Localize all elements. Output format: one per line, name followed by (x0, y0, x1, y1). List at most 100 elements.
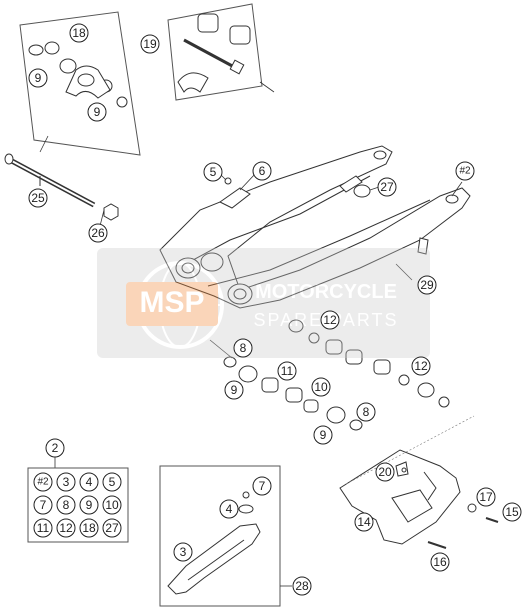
callout-16[interactable]: 16 (430, 552, 450, 572)
callout-18[interactable]: 18 (69, 23, 89, 43)
callout-8-label: 8 (363, 405, 370, 419)
pivot-bearing (200, 252, 224, 272)
callout-ref-2-label: #2 (459, 166, 471, 177)
swingarm-part (159, 145, 471, 309)
callout-11[interactable]: 11 (277, 361, 297, 381)
kit-item[interactable]: 27 (102, 518, 122, 538)
kit-item-label: #2 (37, 477, 49, 488)
callout-12[interactable]: 12 (411, 356, 431, 376)
kit-item[interactable]: 18 (79, 518, 99, 538)
screw-part (485, 517, 499, 523)
kit-item[interactable]: 8 (56, 495, 76, 515)
kit-item[interactable]: 7 (33, 495, 53, 515)
callout-20-label: 20 (378, 465, 392, 479)
kit-item-label: 27 (105, 521, 119, 535)
bearing-stack (223, 319, 450, 431)
callout-9[interactable]: 9 (28, 68, 48, 88)
washer-part (238, 504, 254, 514)
group-18-frame (19, 11, 141, 156)
chain-guide-part (339, 415, 499, 549)
kit-2-frame (27, 457, 129, 543)
axle-part (4, 153, 119, 221)
bushing-part (197, 13, 219, 33)
callout-28-label: 28 (295, 579, 309, 593)
callout-12-label: 12 (323, 313, 337, 327)
washer-part (467, 503, 477, 513)
callout-9[interactable]: 9 (87, 102, 107, 122)
chain-slider-part (167, 523, 261, 595)
callout-16-label: 16 (433, 555, 447, 569)
callout-26-label: 26 (91, 226, 105, 240)
kit-item-label: 7 (40, 498, 47, 512)
callout-19[interactable]: 19 (140, 34, 160, 54)
callout-9-label: 9 (35, 71, 42, 85)
kit-item-label: 12 (59, 521, 73, 535)
watermark: MSP MOTORCYCLE SPARE PARTS (97, 248, 430, 358)
kit-item[interactable]: 10 (102, 495, 122, 515)
callout-4-label: 4 (226, 502, 233, 516)
callout-7[interactable]: 7 (252, 476, 272, 496)
callout-29-label: 29 (420, 278, 434, 292)
callout-4[interactable]: 4 (219, 499, 239, 519)
callout-5[interactable]: 5 (203, 162, 223, 182)
callout-9-label: 9 (94, 105, 101, 119)
callout-17[interactable]: 17 (476, 487, 496, 507)
washer-part (353, 184, 371, 198)
watermark-line1: MOTORCYCLE (255, 281, 397, 303)
bolt-part (427, 541, 447, 549)
callout-25[interactable]: 25 (28, 188, 48, 208)
callout-6[interactable]: 6 (252, 161, 272, 181)
kit-item[interactable]: 3 (56, 472, 76, 492)
callout-10[interactable]: 10 (311, 377, 331, 397)
callout-18-label: 18 (72, 26, 86, 40)
watermark-logo: MSP (139, 286, 204, 319)
group-19-frame (167, 3, 263, 101)
kit-item[interactable]: 9 (79, 495, 99, 515)
kit-item-label: 11 (37, 521, 50, 535)
callout-8-label: 8 (240, 341, 247, 355)
callout-3-label: 3 (180, 545, 187, 559)
callout-9[interactable]: 9 (313, 425, 333, 445)
kit-item-label: 9 (86, 498, 93, 512)
callout-9-label: 9 (320, 428, 327, 442)
group-28-frame (159, 465, 292, 607)
callout-15[interactable]: 15 (502, 502, 522, 522)
callout-26[interactable]: 26 (88, 223, 108, 243)
kit-item[interactable]: 5 (102, 472, 122, 492)
callout-27-label: 27 (380, 180, 394, 194)
kit-item-label: 3 (63, 475, 70, 489)
chain-guide-holder-part (219, 177, 251, 209)
screw-part (242, 491, 250, 499)
callout-10-label: 10 (314, 380, 328, 394)
callout-29[interactable]: 29 (417, 275, 437, 295)
callout-12[interactable]: 12 (320, 310, 340, 330)
callout-17-label: 17 (479, 490, 493, 504)
kit-item-label: 5 (109, 475, 116, 489)
callout-28[interactable]: 28 (292, 576, 312, 596)
clamp-part (177, 72, 209, 93)
callout-20[interactable]: 20 (375, 462, 395, 482)
callout-2[interactable]: 2 (45, 438, 65, 458)
callout-11-label: 11 (281, 364, 294, 378)
kit-item[interactable]: 11 (33, 518, 53, 538)
callout-5-label: 5 (210, 165, 217, 179)
callout-2-label: 2 (52, 441, 59, 455)
callout-7-label: 7 (259, 479, 266, 493)
callout-14[interactable]: 14 (354, 512, 374, 532)
callout-8[interactable]: 8 (233, 338, 253, 358)
kit-item-label: 18 (82, 521, 96, 535)
callout-9[interactable]: 9 (224, 380, 244, 400)
callout-14-label: 14 (357, 515, 371, 529)
kit-item[interactable]: 4 (79, 472, 99, 492)
callout-ref-2[interactable]: #2 (455, 161, 475, 181)
callout-27[interactable]: 27 (377, 177, 397, 197)
kit-item[interactable]: 12 (56, 518, 76, 538)
callout-19-label: 19 (143, 37, 157, 51)
callout-3[interactable]: 3 (173, 542, 193, 562)
callout-25-label: 25 (31, 191, 45, 205)
callout-8[interactable]: 8 (356, 402, 376, 422)
kit-item[interactable]: #2 (33, 472, 53, 492)
kit-item-label: 8 (63, 498, 70, 512)
callout-9-label: 9 (231, 383, 238, 397)
